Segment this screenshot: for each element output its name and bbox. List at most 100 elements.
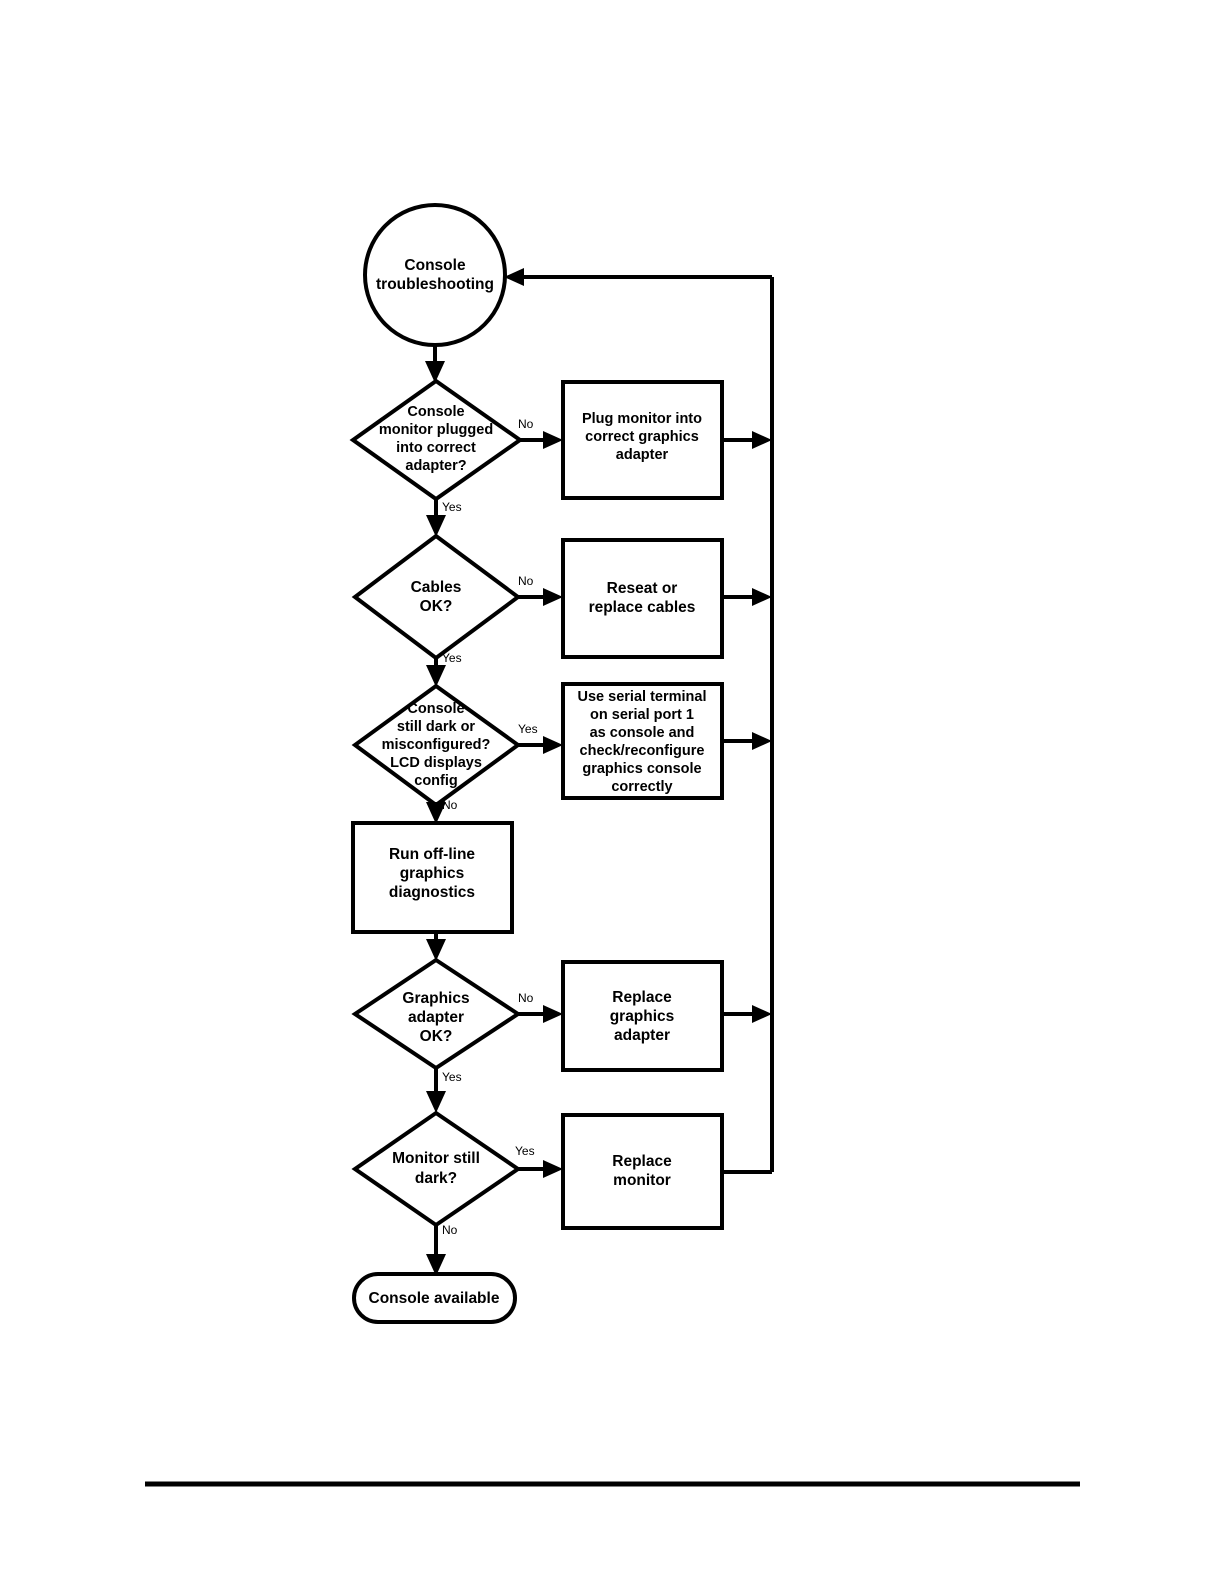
branch-label-d3-yes: Yes	[518, 722, 538, 736]
arrow-down-icon	[426, 802, 446, 824]
arrow-right-icon	[752, 431, 772, 449]
branch-label-d2-yes: Yes	[442, 651, 462, 665]
decision3-label-line-1: Console	[407, 701, 464, 717]
node-end-console-available: Console available	[352, 1272, 517, 1324]
edge-p1-to-rail	[722, 431, 772, 449]
node-decision-cables-ok: Cables OK?	[351, 533, 522, 661]
edge-p2-to-rail	[722, 588, 772, 606]
arrow-down-icon	[426, 665, 446, 687]
arrow-down-icon	[426, 1091, 446, 1113]
decision3-label-line-3: misconfigured?	[382, 737, 491, 753]
node-process-use-serial-terminal: Use serial terminal on serial port 1 as …	[561, 682, 724, 800]
process3-box	[561, 682, 724, 800]
branch-label-d5-yes: Yes	[515, 1144, 535, 1158]
arrow-down-icon	[426, 1254, 446, 1276]
branch-label-d5-no: No	[442, 1223, 458, 1237]
process4-label-line-1: Run off-line	[389, 846, 475, 863]
node-decision-monitor-still-dark: Monitor still dark?	[351, 1110, 522, 1228]
arrow-down-icon	[425, 361, 445, 383]
edge-d2-yes: Yes	[426, 651, 462, 687]
arrow-right-icon	[543, 588, 563, 606]
edge-d1-no: No	[518, 417, 563, 449]
process5-label-line-2: graphics	[610, 1008, 675, 1025]
process1-label-line-2: correct graphics	[585, 429, 699, 445]
decision2-diamond	[351, 533, 522, 661]
node-process-run-offline-diagnostics: Run off-line graphics diagnostics	[351, 821, 514, 934]
process4-label-line-3: diagnostics	[389, 884, 475, 901]
process5-label-line-1: Replace	[612, 989, 672, 1006]
branch-label-d4-yes: Yes	[442, 1070, 462, 1084]
node-process-plug-monitor: Plug monitor into correct graphics adapt…	[561, 380, 724, 500]
arrow-right-icon	[752, 732, 772, 750]
branch-label-d4-no: No	[518, 991, 534, 1005]
decision4-label-line-2: adapter	[408, 1009, 464, 1026]
decision1-label-line-1: Console	[407, 404, 464, 420]
node-decision-graphics-adapter-ok: Graphics adapter OK?	[351, 957, 522, 1071]
edge-p4-to-d4	[426, 932, 446, 961]
edge-d3-yes: Yes	[518, 722, 563, 754]
start-label-line-2: troubleshooting	[376, 276, 494, 293]
process3-label-line-6: correctly	[611, 779, 672, 795]
node-start: Console troubleshooting	[363, 203, 507, 347]
process5-label-line-3: adapter	[614, 1027, 670, 1044]
branch-label-d1-yes: Yes	[442, 500, 462, 514]
edge-d5-no: No	[426, 1223, 458, 1276]
process2-box	[561, 538, 724, 659]
node-process-replace-monitor: Replace monitor	[561, 1113, 724, 1230]
start-circle	[363, 203, 507, 347]
decision1-label-line-2: monitor plugged	[379, 422, 493, 438]
edge-d2-no: No	[518, 574, 563, 606]
branch-label-d1-no: No	[518, 417, 534, 431]
decision5-label-line-2: dark?	[415, 1170, 457, 1187]
end-stadium	[352, 1272, 517, 1324]
edge-p3-to-rail	[722, 732, 772, 750]
return-arrow-icon	[504, 268, 524, 286]
node-process-reseat-cables: Reseat or replace cables	[561, 538, 724, 659]
edge-d1-yes: Yes	[426, 499, 462, 537]
arrow-down-icon	[426, 939, 446, 961]
arrow-right-icon	[543, 736, 563, 754]
process6-label-line-1: Replace	[612, 1153, 672, 1170]
process3-label-line-3: as console and	[590, 725, 695, 741]
process3-label-line-1: Use serial terminal	[578, 689, 707, 705]
arrow-right-icon	[752, 588, 772, 606]
decision5-diamond	[351, 1110, 522, 1228]
edge-d3-no: No	[426, 798, 458, 824]
decision5-label-line-1: Monitor still	[392, 1150, 480, 1167]
process2-label-line-2: replace cables	[589, 599, 696, 616]
process4-box	[351, 821, 514, 934]
arrow-right-icon	[543, 1160, 563, 1178]
decision4-label-line-3: OK?	[420, 1028, 453, 1045]
process1-label-line-1: Plug monitor into	[582, 411, 702, 427]
node-decision-console-still-dark: Console still dark or misconfigured? LCD…	[351, 683, 522, 808]
decision2-label-line-2: OK?	[420, 598, 453, 615]
decision1-label-line-3: into correct	[396, 440, 476, 456]
return-rail	[504, 268, 774, 1172]
decision3-label-line-2: still dark or	[397, 719, 476, 735]
decision4-label-line-1: Graphics	[402, 990, 469, 1007]
arrow-down-icon	[426, 515, 446, 537]
edge-p5-to-rail	[722, 1005, 772, 1023]
decision1-label-line-4: adapter?	[405, 458, 466, 474]
node-decision-console-monitor-plugged: Console monitor plugged into correct ada…	[349, 378, 524, 502]
edge-start-to-d1	[425, 345, 445, 383]
decision2-label-line-1: Cables	[411, 579, 462, 596]
process3-label-line-4: check/reconfigure	[580, 743, 705, 759]
process3-label-line-5: graphics console	[582, 761, 701, 777]
edge-d5-yes: Yes	[515, 1144, 563, 1178]
decision3-label-line-5: config	[414, 773, 458, 789]
arrow-right-icon	[543, 431, 563, 449]
process1-box	[561, 380, 724, 500]
process6-label-line-2: monitor	[613, 1172, 671, 1189]
process4-label-line-2: graphics	[400, 865, 465, 882]
process6-box	[561, 1113, 724, 1230]
branch-label-d3-no: No	[442, 798, 458, 812]
process1-label-line-3: adapter	[616, 447, 669, 463]
process5-box	[561, 960, 724, 1072]
edge-d4-yes: Yes	[426, 1068, 462, 1113]
node-process-replace-graphics-adapter: Replace graphics adapter	[561, 960, 724, 1072]
arrow-right-icon	[752, 1005, 772, 1023]
process3-label-line-2: on serial port 1	[590, 707, 694, 723]
